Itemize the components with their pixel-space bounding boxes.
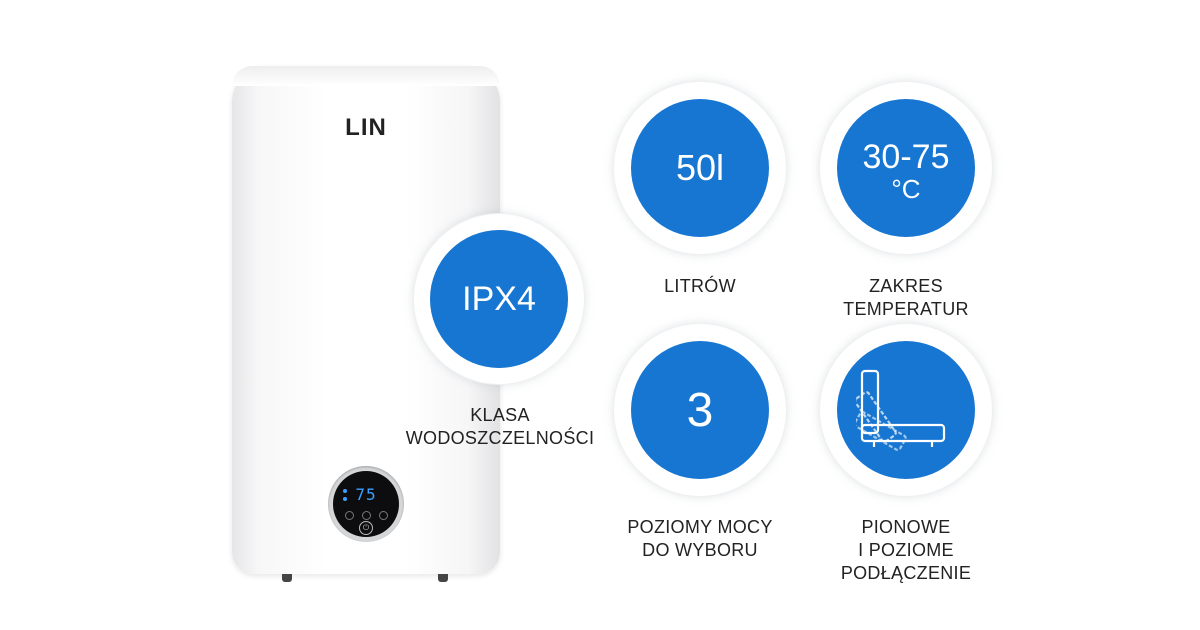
temperature-unit: °C: [891, 174, 921, 204]
temperature-badge: 30-75 °C: [837, 99, 975, 237]
capacity-label: LITRÓW: [600, 275, 800, 298]
mounting-orientation-icon: [856, 369, 946, 451]
heater-top-cap: [232, 66, 500, 86]
ipx4-badge: IPX4: [430, 230, 568, 368]
mounting-label-line: PIONOWE: [861, 517, 951, 537]
capacity-value: 50l: [675, 147, 725, 188]
power-label: POZIOMY MOCY DO WYBORU: [590, 516, 810, 562]
control-panel-display: 75 ⏻: [333, 471, 399, 537]
brand-logo: LIN: [345, 114, 387, 141]
power-badge: 3: [631, 341, 769, 479]
capacity-badge: 50l: [631, 99, 769, 237]
temperature-label-line: TEMPERATUR: [843, 299, 969, 319]
display-temperature: 75: [355, 485, 377, 504]
power-label-line: POZIOMY MOCY: [627, 517, 773, 537]
heater-foot-left: [282, 574, 292, 582]
panel-button: [379, 511, 388, 520]
indicator-dot: [343, 497, 347, 501]
ipx4-label: KLASA WODOSZCZELNOŚCI: [388, 404, 612, 450]
ipx4-label-line: WODOSZCZELNOŚCI: [405, 428, 595, 448]
mounting-badge: [837, 341, 975, 479]
indicator-dot: [343, 489, 347, 493]
capacity-label-line: LITRÓW: [664, 276, 736, 296]
mounting-label-line: I POZIOME: [858, 540, 954, 560]
power-label-line: DO WYBORU: [642, 540, 758, 560]
panel-button: [345, 511, 354, 520]
mounting-label-line: PODŁĄCZENIE: [840, 563, 972, 583]
ipx4-value: IPX4: [462, 279, 536, 318]
power-icon: ⏻: [359, 521, 373, 535]
mounting-label: PIONOWE I POZIOME PODŁĄCZENIE: [806, 516, 1006, 585]
control-panel: 75 ⏻: [328, 466, 404, 542]
heater-foot-right: [438, 574, 448, 582]
ipx4-label-line: KLASA: [470, 405, 530, 425]
temperature-label-line: ZAKRES: [869, 276, 943, 296]
temperature-value: 30-75: [862, 138, 950, 176]
power-value: 3: [686, 383, 714, 437]
temperature-label: ZAKRES TEMPERATUR: [806, 275, 1006, 321]
panel-button: [362, 511, 371, 520]
